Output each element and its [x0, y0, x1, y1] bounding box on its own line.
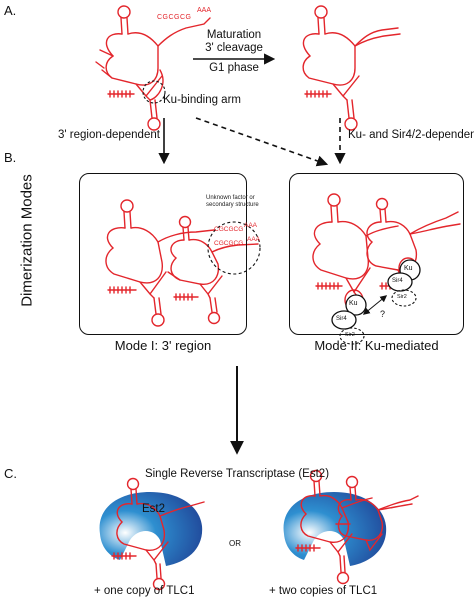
rna-precursor — [95, 5, 211, 131]
pathway-left-label: 3' region-dependent — [58, 129, 160, 141]
sir-interaction-arrow — [362, 295, 388, 315]
dimerization-modes-label: Dimerization Modes — [18, 174, 36, 307]
sir4-label-1: Sir4 — [336, 316, 347, 322]
or-label: OR — [229, 539, 241, 548]
right-caption: + two copies of TLC1 — [269, 585, 378, 597]
sir4-protein-1 — [331, 310, 357, 330]
arrow-diagonal-pathway — [195, 117, 329, 167]
process-line-3: G1 phase — [209, 62, 259, 74]
ku-binding-arm-label: Ku-binding arm — [163, 94, 241, 106]
est2-left — [99, 477, 205, 591]
mode1-box — [79, 173, 247, 335]
process-line-1: Maturation — [206, 29, 262, 41]
sir2-protein-2 — [391, 289, 417, 307]
rna-sequence: CGCGCG — [157, 14, 192, 21]
mode1-tail-2: AAA — [247, 236, 261, 243]
est2-right — [283, 469, 419, 585]
sir4-protein-2 — [387, 272, 413, 292]
interaction-question-mark: ? — [380, 309, 386, 319]
panel-c-title: Single Reverse Transcriptase (Est2) — [144, 468, 330, 480]
mode1-unknown-factor-circle — [207, 221, 261, 275]
section-label-b: B. — [4, 150, 17, 165]
mode1-seq-2: CGCGCG — [214, 240, 244, 247]
process-line-2: 3' cleavage — [205, 42, 263, 54]
section-label-a: A. — [4, 3, 17, 18]
est2-label: Est2 — [142, 503, 166, 515]
ku-binding-arm-highlight — [142, 80, 166, 104]
mode1-note-line-2: secondary structure — [206, 202, 259, 208]
section-label-c: C. — [4, 466, 17, 481]
sir2-label-1: Sir2 — [345, 332, 355, 338]
rna-polya-tail: AAA — [197, 7, 212, 14]
left-caption: + one copy of TLC1 — [94, 585, 195, 597]
sir2-label-2: Sir2 — [397, 294, 407, 300]
pathway-right-label: Ku- and Sir4/2-dependent — [348, 129, 474, 141]
mode2-caption: Mode II: Ku-mediated — [314, 338, 439, 353]
mode2-box — [289, 173, 464, 335]
ku-label-2: Ku — [404, 265, 413, 272]
mode1-tail-1: AAA — [244, 222, 258, 229]
sir4-label-2: Sir4 — [392, 278, 403, 284]
mode1-seq-1: CGCGCG — [214, 226, 244, 233]
ku-label-1: Ku — [349, 300, 358, 307]
mode1-note-line-1: Unknown factor or — [206, 195, 255, 201]
mode2-rna-dimer — [312, 193, 461, 297]
mode1-caption: Mode I: 3' region — [114, 338, 212, 353]
rna-mature — [302, 5, 401, 131]
sir2-protein-1 — [339, 327, 365, 345]
mode1-rna-dimer — [105, 199, 259, 327]
